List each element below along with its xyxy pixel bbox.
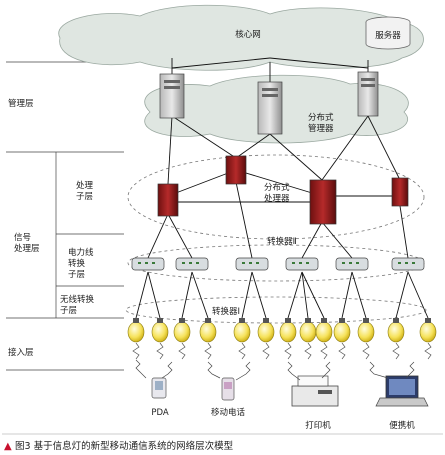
layer-access: 接入层 (8, 347, 34, 358)
figure-caption: ▲ 图3 基于信息灯的新型移动通信系统的网络层次模型 (2, 433, 443, 452)
converter-i-label: 转换器Ⅰ (212, 306, 240, 317)
info-light-bulb-icon (387, 318, 405, 343)
converter-ii-label: 转换器Ⅱ (267, 236, 297, 247)
management-server-3 (357, 71, 379, 117)
management-server-1 (159, 73, 185, 119)
powerline-converters (131, 257, 425, 271)
processing-server-2 (225, 155, 247, 185)
info-light-bulb-icon (419, 318, 437, 343)
dist-mgmt-server-label: 分布式管理器 (308, 112, 334, 134)
core-network-cloud: 核心网 (58, 4, 424, 71)
info-light-bulb-icon (199, 318, 217, 343)
layer-processing-sub: 处理子层 (76, 180, 94, 202)
powerline-converter-icon (175, 257, 209, 271)
caption-marker: ▲ (4, 441, 12, 452)
info-light-bulbs (127, 318, 437, 343)
powerline-converter-icon (335, 257, 369, 271)
wireless-links (132, 342, 432, 360)
laptop-icon: 便携机 (375, 375, 429, 431)
printer-label: 打印机 (305, 420, 331, 431)
connection-lines (135, 57, 429, 319)
mobile-phone-label: 移动电话 (211, 407, 246, 418)
management-server-2 (257, 81, 283, 135)
powerline-converter-icon (285, 257, 319, 271)
device-wireless-links (135, 359, 415, 381)
info-light-bulb-icon (357, 318, 375, 343)
info-light-bulb-icon (127, 318, 145, 343)
printer-icon: 打印机 (291, 375, 339, 431)
layer-signal: 信号处理层 (14, 232, 40, 254)
info-light-bulb-icon (257, 318, 275, 343)
server-database-label: 服务器 (375, 30, 401, 41)
layer-wireless-sub: 无线转换子层 (60, 294, 95, 316)
layer-labels: 管理层 信号处理层 处理子层 电力线转换子层 无线转换子层 接入层 (8, 98, 95, 358)
layer-powerline-sub: 电力线转换子层 (68, 247, 94, 280)
info-light-bulb-icon (333, 318, 351, 343)
pda-icon: PDA (151, 377, 169, 418)
info-light-bulb-icon (233, 318, 251, 343)
info-light-bulb-icon (279, 318, 297, 343)
pda-label: PDA (151, 408, 169, 418)
layer-management: 管理层 (8, 98, 34, 109)
mobile-phone-icon: 移动电话 (211, 377, 246, 418)
processing-server-4 (391, 177, 409, 207)
core-network-label: 核心网 (235, 29, 261, 40)
info-light-bulb-icon (173, 318, 191, 343)
info-light-bulb-icon (299, 318, 317, 343)
layer-rules (6, 61, 124, 371)
processing-server-3 (309, 179, 337, 225)
powerline-converter-icon (391, 257, 425, 271)
processing-server-1 (157, 183, 179, 217)
powerline-converter-icon (235, 257, 269, 271)
caption-text: 图3 基于信息灯的新型移动通信系统的网络层次模型 (15, 440, 234, 452)
laptop-label: 便携机 (389, 420, 415, 431)
server-database-icon: 服务器 (365, 16, 411, 50)
dist-proc-server-label: 分布式处理器 (264, 182, 290, 204)
powerline-converter-icon (131, 257, 165, 271)
info-light-bulb-icon (315, 318, 333, 343)
info-light-bulb-icon (151, 318, 169, 343)
